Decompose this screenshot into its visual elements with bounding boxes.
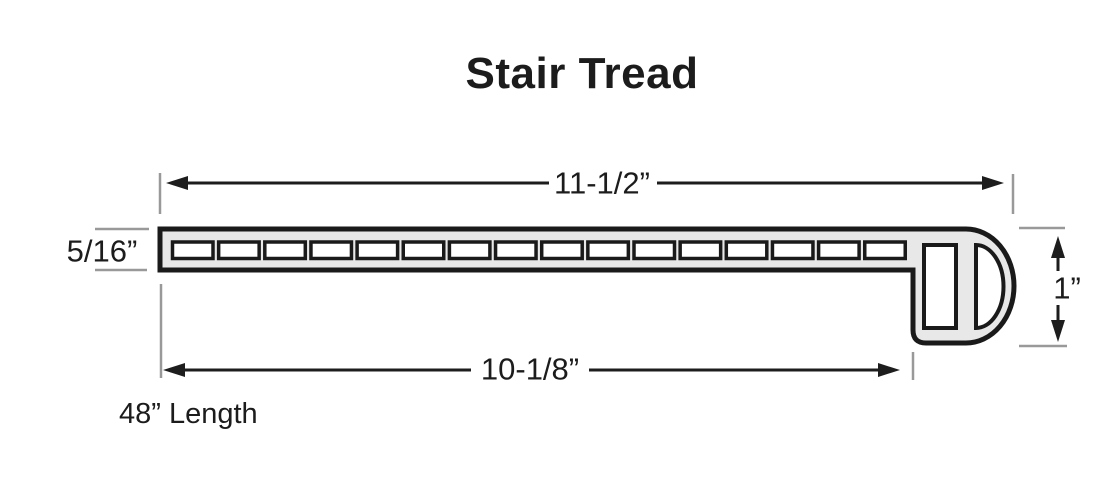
tread-slot [170,240,215,261]
dimension-label-nose-height: 1” [1053,270,1081,306]
nose-slot [922,243,958,330]
tread-slot [586,240,631,261]
tread-slot [816,240,861,261]
arrowhead-up-icon [1051,236,1065,258]
dimension-bottom-width [159,284,915,380]
tread-slot [539,240,584,261]
tread-slot [216,240,261,261]
dimension-label-bottom-width: 10-1/8” [480,351,580,387]
arrowhead-left-icon [163,363,185,377]
tread-slot [632,240,677,261]
tread-slot [401,240,446,261]
nose-bullnose-hollow [974,242,1006,331]
tread-profile [157,226,1017,346]
dimension-nose-height [1019,226,1067,348]
dimension-thickness [95,227,149,272]
tread-slot [263,240,308,261]
arrowhead-left-icon [166,176,188,190]
strip-slots [170,240,907,261]
dimension-label-top-width: 11-1/2” [554,165,650,201]
tread-slot [447,240,492,261]
page-title: Stair Tread [465,49,699,98]
dimension-label-thickness: 5/16” [66,233,138,269]
tread-slot [493,240,538,261]
length-note: 48” Length [119,398,258,430]
tread-slot [863,240,907,261]
tread-slot [724,240,769,261]
tread-slot [678,240,723,261]
tread-slot [309,240,354,261]
tread-slot [770,240,815,261]
arrowhead-right-icon [982,176,1004,190]
arrowhead-down-icon [1051,320,1065,342]
tread-slot [355,240,400,261]
arrowhead-right-icon [878,363,900,377]
dimension-top-width [158,173,1015,214]
